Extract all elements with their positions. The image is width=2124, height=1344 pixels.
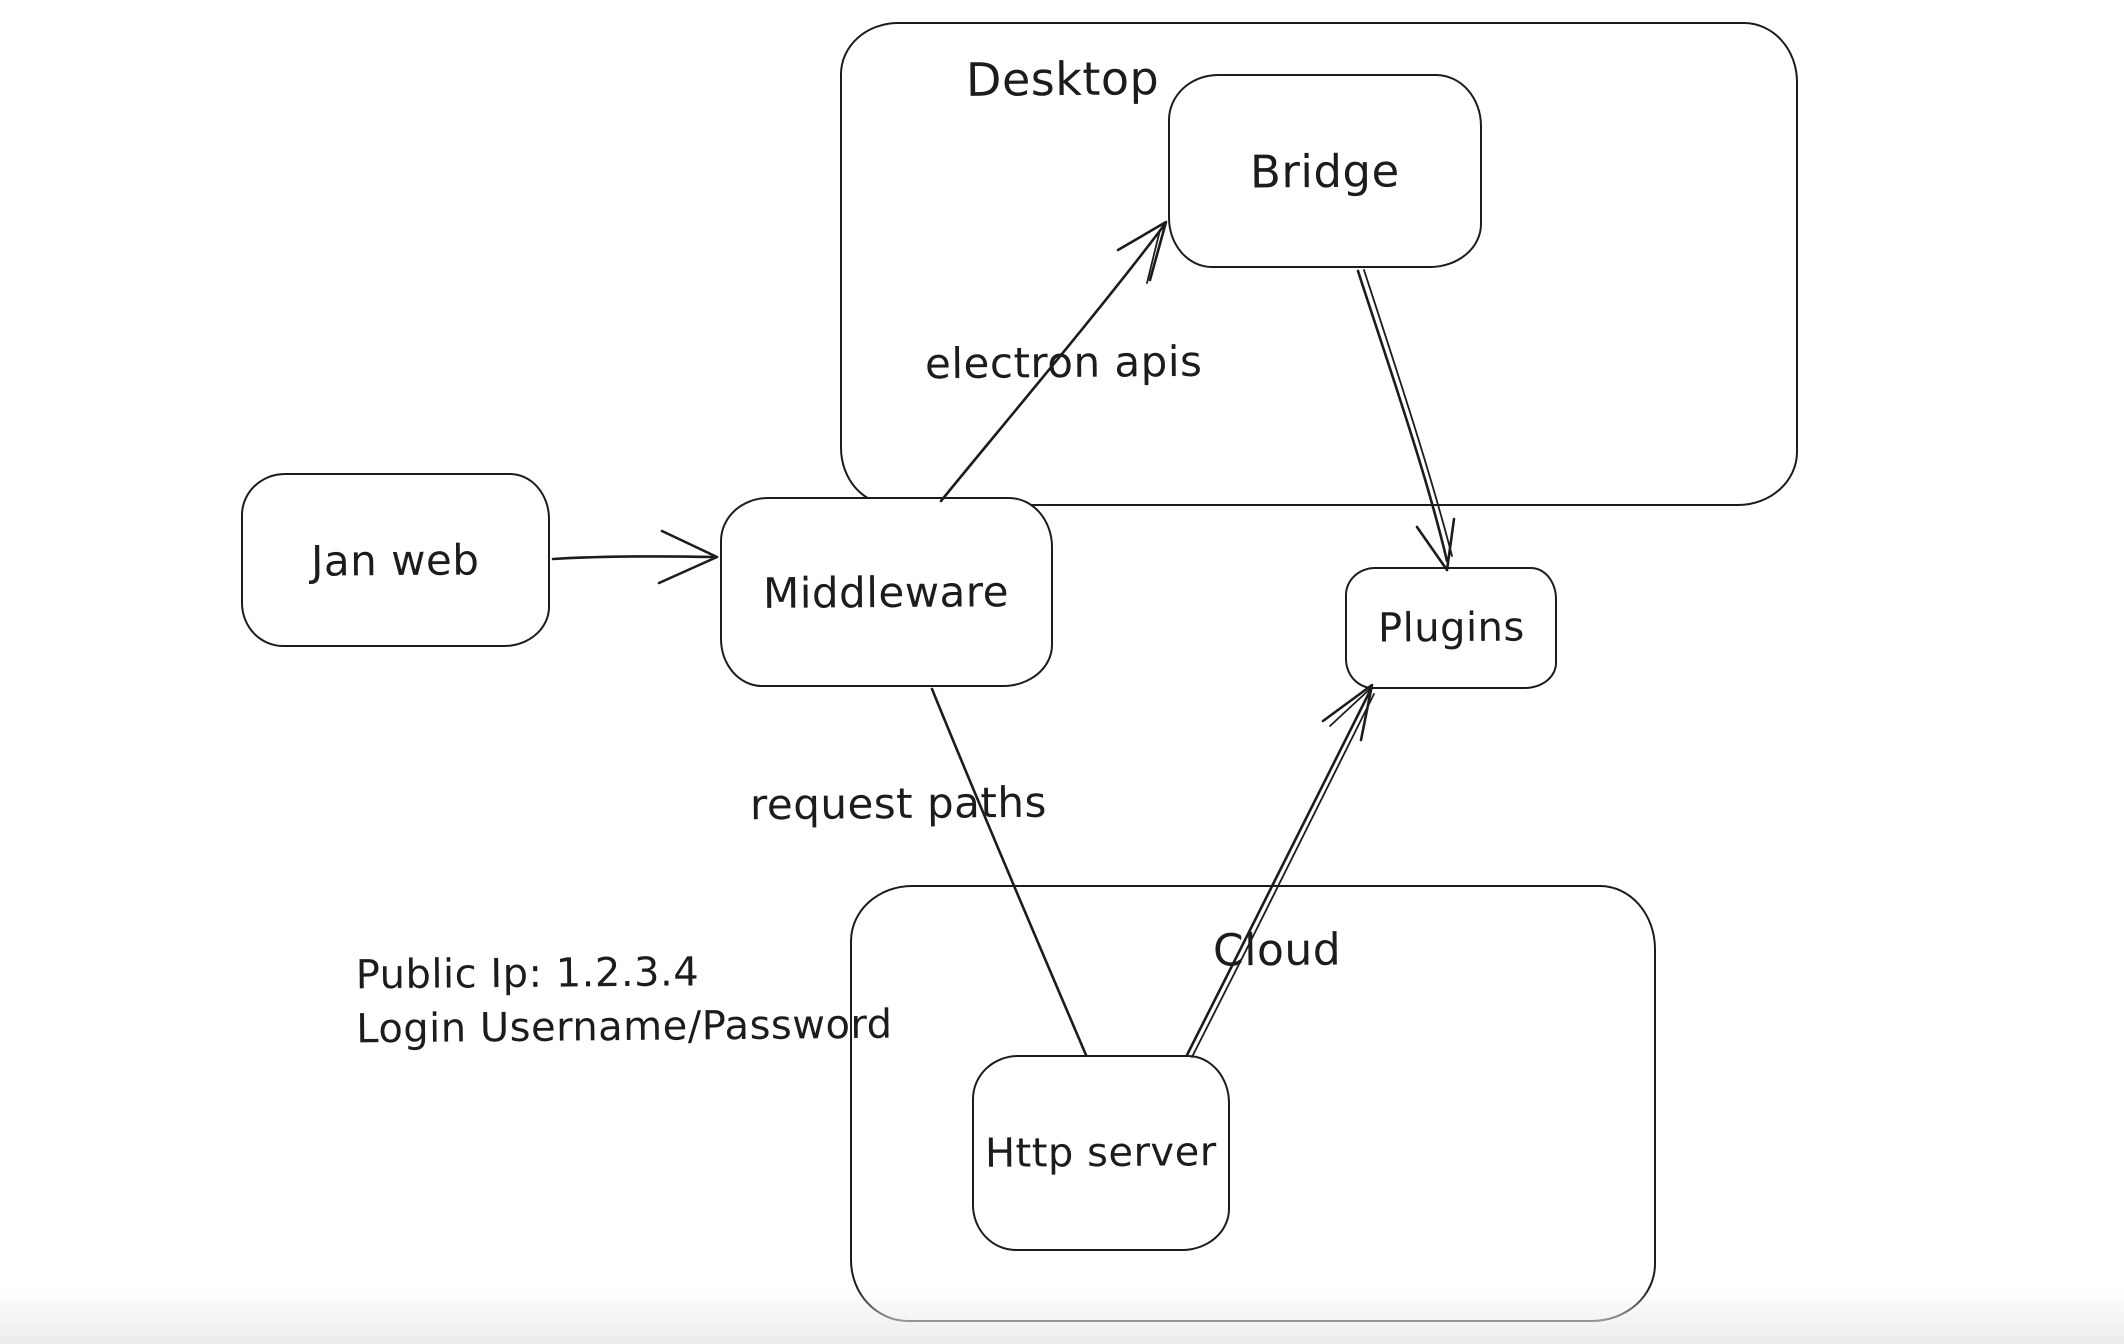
line-middleware-to-httpserver[interactable] (930, 687, 1088, 1057)
plugins-node[interactable]: Plugins (1345, 567, 1557, 689)
desktop-container-box[interactable] (840, 22, 1798, 506)
bridge-label: Bridge (1249, 143, 1401, 199)
login-note-line: Login Username/Password (356, 1001, 893, 1053)
jan-web-node[interactable]: Jan web (241, 473, 550, 647)
arrow-bridge-to-plugins[interactable] (1356, 269, 1456, 572)
middleware-node[interactable]: Middleware (720, 497, 1053, 687)
bridge-node[interactable]: Bridge (1168, 74, 1482, 268)
arrow-janweb-to-middleware[interactable] (551, 529, 719, 585)
cloud-container-label[interactable]: Cloud (1212, 924, 1342, 977)
bottom-fade-strip (0, 1288, 2124, 1344)
http-server-label: Http server (984, 1129, 1217, 1177)
credentials-note[interactable]: Public Ip: 1.2.3.4 Login Username/Passwo… (356, 944, 893, 1057)
http-server-node[interactable]: Http server (972, 1055, 1230, 1251)
middleware-label: Middleware (763, 566, 1010, 618)
request-paths-edge-label[interactable]: request paths (749, 777, 1048, 830)
arrow-httpserver-to-plugins[interactable] (1185, 683, 1375, 1058)
public-ip-note-line: Public Ip: 1.2.3.4 (355, 949, 700, 999)
plugins-label: Plugins (1377, 604, 1525, 652)
electron-apis-edge-label[interactable]: electron apis (924, 336, 1203, 389)
jan-web-label: Jan web (311, 534, 480, 586)
desktop-container-label[interactable]: Desktop (965, 51, 1160, 107)
arrow-middleware-to-bridge[interactable] (939, 220, 1168, 503)
